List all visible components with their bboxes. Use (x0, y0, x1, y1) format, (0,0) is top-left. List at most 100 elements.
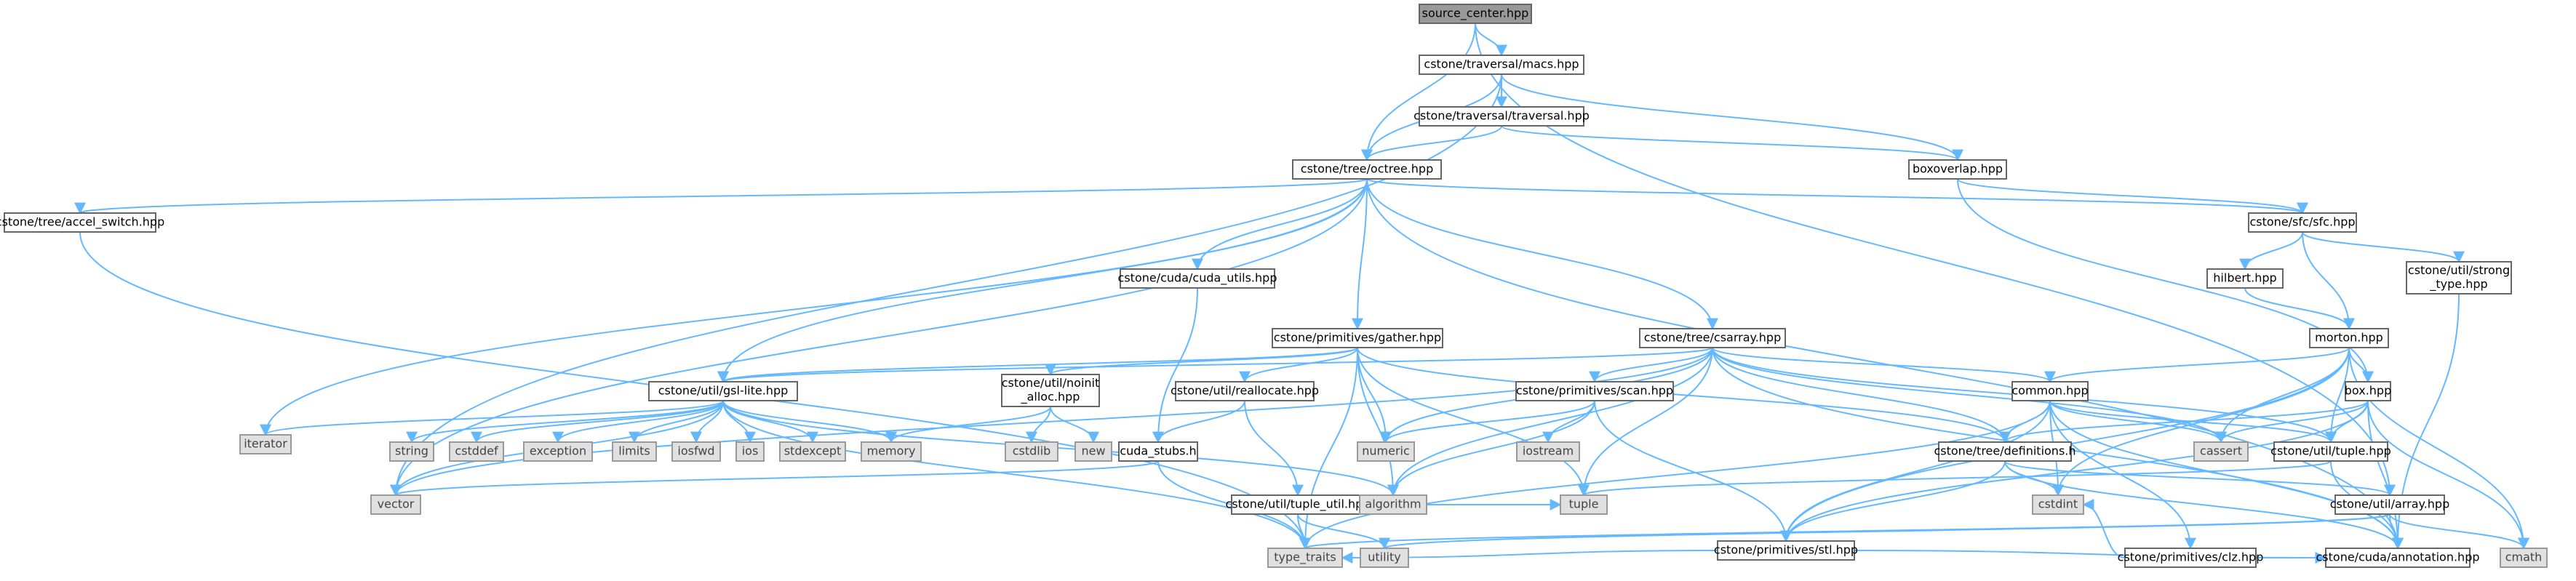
node-box (779, 441, 846, 462)
node-morton[interactable]: morton.hpp (2309, 328, 2389, 348)
edge-octree-to-sfc (1366, 178, 2308, 215)
node-box (1419, 106, 1584, 127)
node-strong[interactable]: cstone/util/strong_type.hpp (2406, 261, 2512, 294)
edge-gsl-to-exception (552, 400, 724, 444)
edge-gsl-to-iterator (260, 400, 724, 436)
node-box (1908, 159, 2007, 180)
node-memory: memory (861, 441, 922, 462)
node-array[interactable]: cstone/util/array.hpp (2330, 494, 2449, 515)
node-box (1717, 540, 1855, 561)
edge-array-to-annotation (2389, 513, 2404, 550)
node-label: ios (742, 444, 759, 458)
node-box (1938, 441, 2072, 462)
node-label: vector (378, 497, 415, 511)
node-label: limits (618, 444, 650, 458)
node-hilbert[interactable]: hilbert.hpp (2206, 268, 2284, 289)
node-label: cstone/primitives/scan.hpp (1516, 384, 1673, 398)
edge-stl-to-typetraits (1341, 550, 1718, 564)
node-cstdint: cstdint (2032, 494, 2084, 515)
node-gather[interactable]: cstone/primitives/gather.hpp (1272, 328, 1443, 348)
edge-sfc-to-hilbert (2239, 231, 2303, 271)
edge-common-to-cassert (2049, 400, 2227, 444)
edge-csarray-to-algorithm (1387, 347, 1713, 497)
edge-root-to-octree (1361, 23, 1476, 161)
node-root[interactable]: source_center.hpp (1419, 4, 1532, 24)
node-realloc[interactable]: cstone/util/reallocate.hpp (1171, 381, 1319, 401)
node-defs[interactable]: cstone/tree/definitions.h (1934, 441, 2076, 462)
node-box (2406, 261, 2512, 294)
edge-defs-to-array (2004, 460, 2396, 497)
node-box (1639, 328, 1786, 348)
node-label: cassert (2200, 444, 2242, 458)
node-sfc[interactable]: cstone/sfc/sfc.hpp (2248, 212, 2357, 233)
edge-gather-to-algorithm (1357, 347, 1399, 497)
node-box (648, 381, 798, 401)
node-trav[interactable]: cstone/traversal/traversal.hpp (1413, 106, 1590, 127)
edge-octree-to-cudautils (1192, 178, 1368, 271)
node-common[interactable]: common.hpp (2011, 381, 2089, 401)
edge-box-to-annotation (2367, 400, 2404, 550)
node-label: cstone/util/strong (2408, 263, 2510, 277)
edge-morton-to-common (2044, 347, 2350, 383)
node-label: _alloc.hpp (1021, 390, 1080, 404)
edge-box-to-defs (1999, 400, 2369, 444)
node-macs[interactable]: cstone/traversal/macs.hpp (1419, 55, 1584, 75)
edge-csarray-to-cassert (1712, 347, 2227, 444)
node-label: cstone/util/noinit (1002, 376, 1100, 390)
node-boxov[interactable]: boxoverlap.hpp (1908, 159, 2007, 180)
node-cudastubs[interactable]: cuda_stubs.h (1118, 441, 1198, 462)
node-label: _type.hpp (2429, 277, 2487, 292)
node-label: cstone/util/array.hpp (2330, 497, 2449, 511)
node-label: cstdint (2038, 497, 2078, 511)
node-box (370, 494, 421, 515)
node-cstddef: cstddef (449, 441, 504, 462)
node-label: cstone/cuda/annotation.hpp (2316, 550, 2480, 564)
node-box (1175, 381, 1315, 401)
node-string: string (389, 441, 434, 462)
node-box (1419, 55, 1584, 75)
node-box (389, 441, 434, 462)
node-label: stdexcept (784, 444, 842, 458)
node-label: morton.hpp (2315, 331, 2383, 345)
edge-realloc-to-cudastubs (1152, 400, 1245, 444)
edge-csarray-to-tuple (1578, 347, 1713, 497)
node-octree[interactable]: cstone/tree/octree.hpp (1292, 159, 1442, 180)
edge-common-to-annotation (2049, 400, 2404, 550)
node-stl[interactable]: cstone/primitives/stl.hpp (1714, 540, 1858, 561)
edge-csarray-to-vector (390, 347, 1713, 497)
edge-scan-to-algorithm (1387, 400, 1595, 497)
node-label: cstone/traversal/macs.hpp (1424, 57, 1579, 71)
node-label: cstone/traversal/traversal.hpp (1413, 109, 1590, 123)
node-label: cstone/primitives/clz.hpp (2118, 550, 2264, 564)
node-cudautils[interactable]: cstone/cuda/cuda_utils.hpp (1118, 268, 1277, 289)
node-label: cstone/sfc/sfc.hpp (2249, 215, 2355, 229)
edge-octree-to-gather (1352, 178, 1368, 330)
edge-gsl-to-iosfwd (690, 400, 724, 444)
node-gsl[interactable]: cstone/util/gsl-lite.hpp (648, 381, 798, 401)
node-accel[interactable]: cstone/tree/accel_switch.hpp (0, 212, 164, 233)
node-annotation[interactable]: cstone/cuda/annotation.hpp (2316, 548, 2480, 568)
node-box[interactable]: box.hpp (2345, 381, 2391, 401)
edge-macs-to-vector (390, 73, 1502, 497)
node-noinit[interactable]: cstone/util/noinit_alloc.hpp (1001, 374, 1100, 407)
node-scan[interactable]: cstone/primitives/scan.hpp (1515, 381, 1674, 401)
node-csarray[interactable]: cstone/tree/csarray.hpp (1639, 328, 1786, 348)
node-clz[interactable]: cstone/primitives/clz.hpp (2118, 548, 2264, 568)
edge-csarray-to-common (1712, 347, 2056, 383)
edge-noinit-to-cstdlib (1026, 406, 1051, 444)
edge-clz-to-cstdint (2082, 499, 2126, 558)
node-box (1272, 328, 1443, 348)
edge-array-to-cmath (2389, 513, 2529, 550)
node-label: common.hpp (2011, 384, 2088, 398)
edge-gather-to-noinit (1045, 347, 1358, 376)
node-new: new (1074, 441, 1112, 462)
node-tuplehpp[interactable]: cstone/util/tuple.hpp (2270, 441, 2391, 462)
node-label: tuple (1569, 497, 1599, 511)
node-label: cstone/util/tuple_util.hpp (1226, 497, 1371, 512)
node-tupleutil[interactable]: cstone/util/tuple_util.hpp (1226, 494, 1371, 515)
node-label: iterator (244, 437, 287, 451)
node-label: cstone/util/reallocate.hpp (1171, 384, 1319, 398)
node-box (1005, 441, 1058, 462)
node-label: cstone/tree/accel_switch.hpp (0, 215, 164, 230)
